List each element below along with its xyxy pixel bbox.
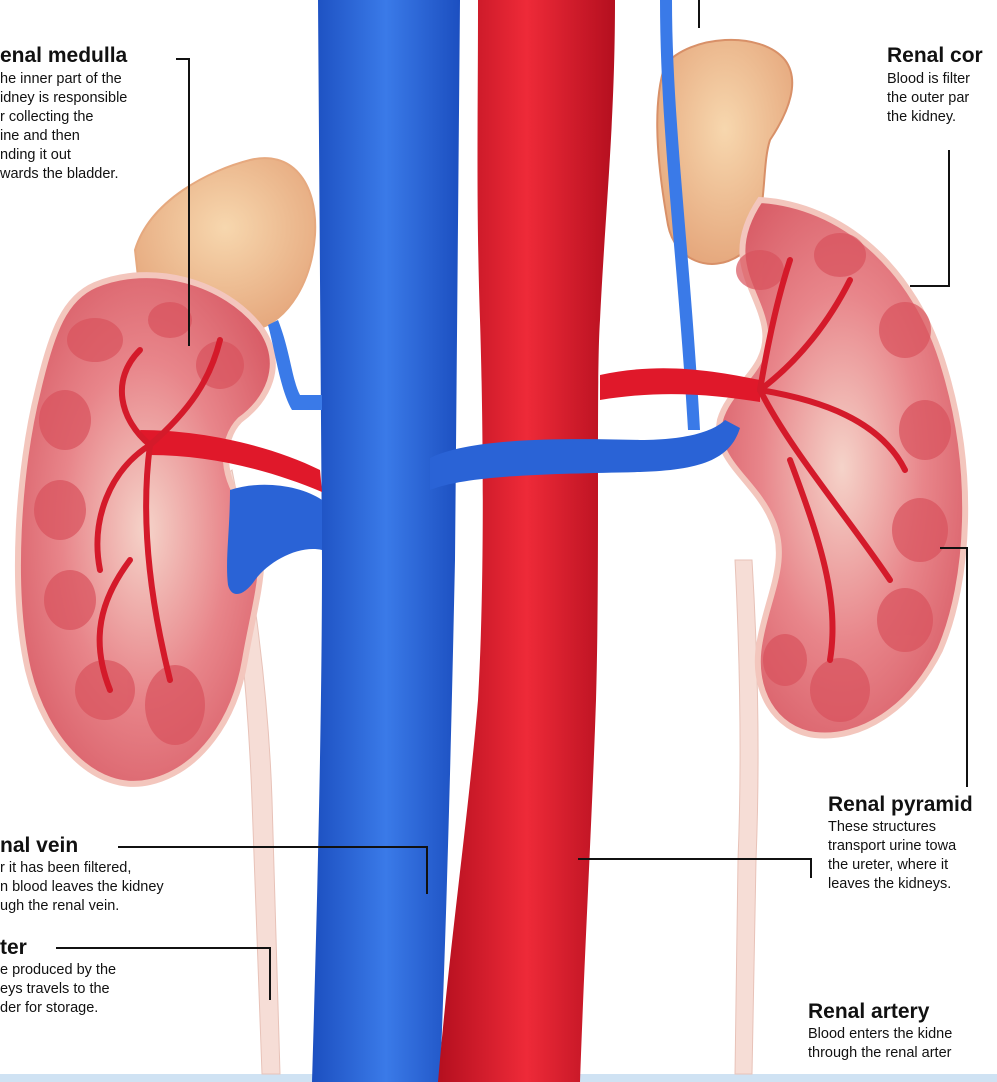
ureter-body: e produced by the eys travels to the der… [0, 961, 116, 1018]
renal-vein-body: r it has been filtered, n blood leaves t… [0, 859, 164, 916]
renal-pyramid-body: These structures transport urine towa th… [828, 818, 973, 894]
renal-cortex-body: Blood is filter the outer par the kidney… [887, 70, 983, 127]
renal-artery-title: Renal artery [808, 1000, 952, 1024]
label-renal-artery: Renal artery Blood enters the kidne thro… [808, 1000, 952, 1063]
ureter-title: ter [0, 936, 116, 960]
leader-top-v [698, 0, 700, 28]
leader-artery-h [578, 858, 812, 860]
renal-artery-body: Blood enters the kidne through the renal… [808, 1025, 952, 1063]
leader-cortex-v [948, 150, 950, 287]
leader-ureter-v [269, 947, 271, 1000]
aorta [438, 0, 615, 1082]
renal-medulla-body: he inner part of the idney is responsibl… [0, 70, 127, 184]
right-ureter [735, 560, 758, 1074]
leader-vein-h [118, 846, 428, 848]
leader-artery-v [810, 858, 812, 878]
label-renal-vein: nal vein r it has been filtered, n blood… [0, 834, 164, 916]
left-adrenal-vein [268, 320, 322, 410]
renal-pyramid-title: Renal pyramid [828, 793, 973, 817]
label-renal-pyramid: Renal pyramid These structures transport… [828, 793, 973, 894]
label-renal-medulla: enal medulla he inner part of the idney … [0, 44, 127, 184]
renal-cortex-title: Renal cor [887, 44, 983, 68]
label-ureter: ter e produced by the eys travels to the… [0, 936, 116, 1018]
leader-pyramid-v [966, 547, 968, 787]
label-renal-cortex: Renal cor Blood is filter the outer par … [887, 44, 983, 127]
leader-pyramid-h [940, 547, 968, 549]
renal-medulla-title: enal medulla [0, 44, 127, 68]
leader-cortex-h [910, 285, 950, 287]
leader-vein-v [426, 846, 428, 894]
leader-medulla-v [188, 58, 190, 346]
renal-vein-title: nal vein [0, 834, 164, 858]
vena-cava [312, 0, 460, 1082]
right-renal-artery [600, 368, 760, 402]
left-renal-vein [227, 485, 322, 594]
